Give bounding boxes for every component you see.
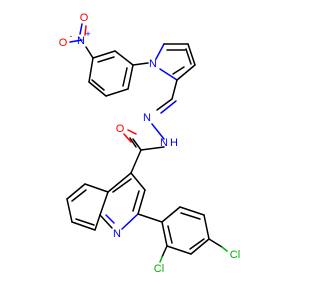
- atom-label-chloro-1: Cl: [154, 263, 164, 275]
- atom-label-chloro-2: Cl: [230, 249, 240, 261]
- atom-label-nitro-o: O: [80, 12, 89, 24]
- atom-label-nitro-o-minus: O: [59, 37, 68, 49]
- dichlorophenyl-ring: [137, 206, 210, 255]
- atom-label-amide-o: O: [116, 123, 125, 135]
- molecule-diagram: O - N + O N N N H O N Cl Cl: [59, 12, 240, 275]
- quinoline-benzene-ring: [66, 183, 109, 231]
- charge-minus: -: [70, 31, 73, 41]
- atom-label-hydrazone-n2: N: [160, 137, 168, 149]
- quinoline-pyridine-ring: [99, 172, 146, 230]
- pyrrole-ring: [132, 43, 196, 81]
- atom-label-amide-h: H: [170, 137, 178, 149]
- amide-group: [123, 129, 165, 174]
- atom-label-nitro-n: N: [77, 35, 85, 47]
- nitro-group: [69, 23, 94, 59]
- atom-labels: O - N + O N N N H O N Cl Cl: [59, 12, 240, 275]
- molecule-structure: O - N + O N N N H O N Cl Cl: [59, 12, 240, 275]
- chloro-substituents: [159, 238, 228, 263]
- atom-label-quinoline-n: N: [113, 228, 121, 240]
- hydrazone-linker: [151, 79, 178, 140]
- charge-plus: +: [85, 29, 90, 39]
- atom-label-hydrazone-n1: N: [143, 112, 151, 124]
- nitrophenyl-ring: [88, 50, 134, 97]
- atom-label-pyrrole-n: N: [149, 58, 157, 70]
